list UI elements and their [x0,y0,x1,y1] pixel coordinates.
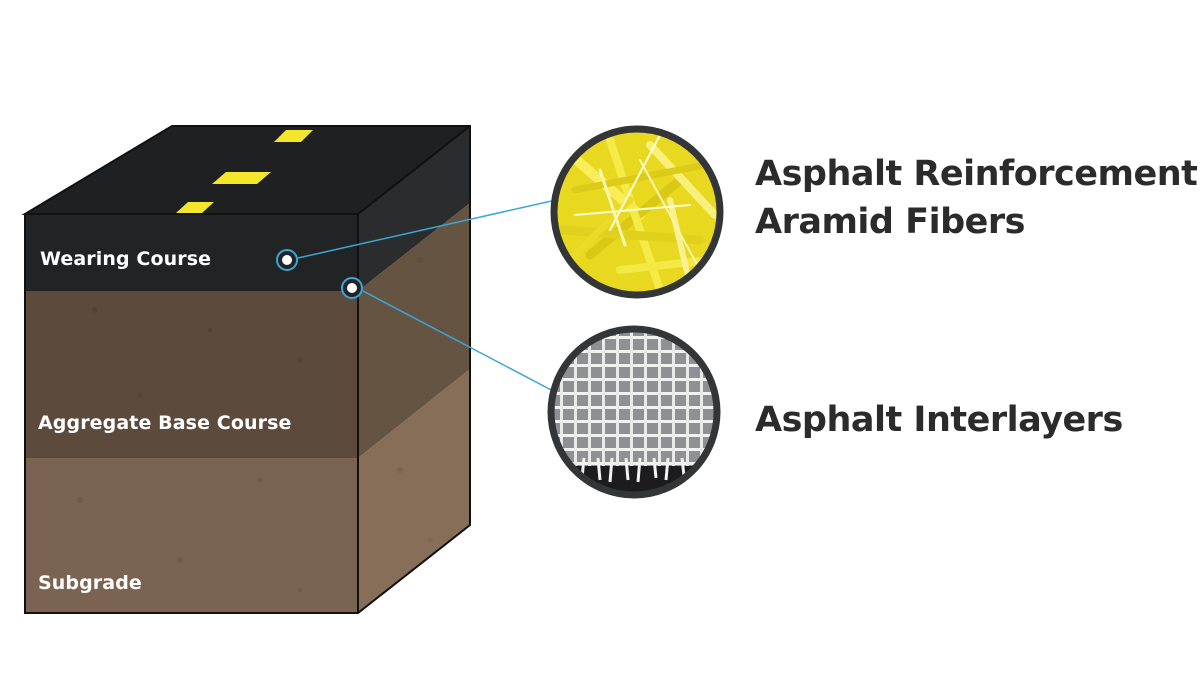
road-marking-dash [176,202,214,213]
road-marking-dash [212,172,271,184]
callout-line-interlayers [362,290,556,393]
marker-wearing-course[interactable] [276,249,298,271]
aramid-fibers-title: Asphalt Reinforcement Aramid Fibers [755,150,1198,246]
aramid-fibers-magnifier [550,125,724,299]
subgrade-front [25,458,358,613]
asphalt-interlayers-title: Asphalt Interlayers [755,400,1123,440]
aggregate-base-side [358,203,470,458]
cube-outline [21,125,471,614]
road-marking-dash [274,130,313,142]
callout-line-fibers [297,199,557,259]
wearing-course-side [358,126,470,291]
asphalt-interlayer-magnifier [547,325,721,499]
aramid-fibers-title-line2: Aramid Fibers [755,202,1025,242]
wearing-course-front [25,214,358,291]
aggregate-base-front [25,291,358,458]
subgrade-side [358,369,470,613]
pavement-cube [21,125,471,614]
soil-texture [77,257,443,593]
marker-interlayer[interactable] [341,277,363,299]
callout-lines [297,199,557,393]
wearing-course-label: Wearing Course [40,248,212,270]
subgrade-label: Subgrade [38,572,142,594]
aggregate-base-course-label: Aggregate Base Course [38,412,292,434]
aramid-fibers-title-line1: Asphalt Reinforcement [755,154,1198,194]
